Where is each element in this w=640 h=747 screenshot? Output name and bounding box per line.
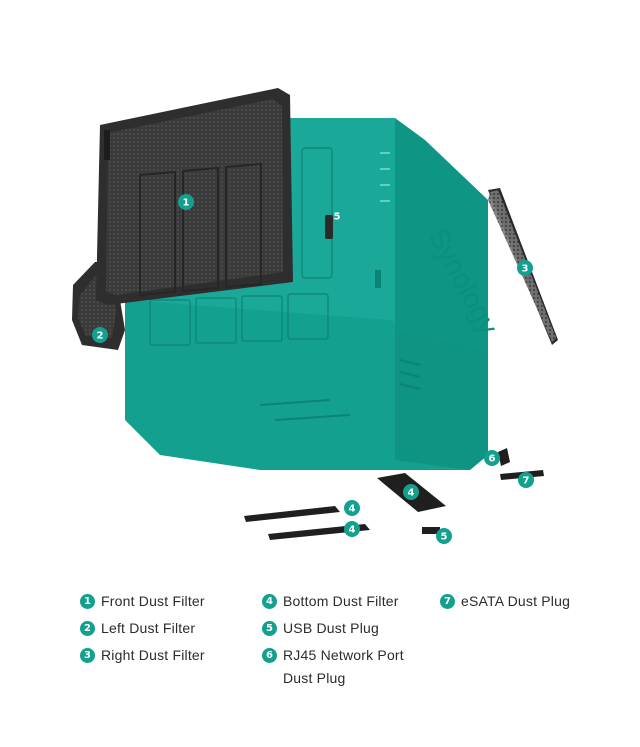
legend: 1 Front Dust Filter 2 Left Dust Filter 3…	[0, 590, 640, 740]
legend-column-3: 7 eSATA Dust Plug	[440, 590, 570, 617]
legend-number-badge: 5	[262, 621, 277, 636]
loose-usb-dust-plug	[422, 527, 440, 534]
legend-label: USB Dust Plug	[283, 620, 379, 636]
legend-number-badge: 6	[262, 648, 277, 663]
legend-number-badge: 2	[80, 621, 95, 636]
legend-number-badge: 4	[262, 594, 277, 609]
callout-badge: 4	[344, 521, 360, 537]
legend-item: 1 Front Dust Filter	[80, 590, 205, 613]
callout-badge: 5	[334, 212, 341, 223]
callout-number: 1	[183, 198, 190, 209]
callout-number: 5	[441, 532, 448, 543]
callout-number: 6	[489, 454, 496, 465]
callout-badge: 3	[517, 260, 533, 276]
front-dust-filter	[96, 88, 293, 305]
callout-badge: 5	[436, 528, 452, 544]
legend-column-1: 1 Front Dust Filter 2 Left Dust Filter 3…	[80, 590, 205, 671]
callout-number: 4	[349, 504, 356, 515]
nas-bottom-shade	[395, 330, 488, 470]
vent-lines	[259, 359, 421, 421]
legend-label: Left Dust Filter	[101, 620, 196, 636]
legend-number-badge: 3	[80, 648, 95, 663]
legend-label: eSATA Dust Plug	[461, 593, 571, 609]
callout-number: 5	[334, 212, 341, 223]
legend-item: 3 Right Dust Filter	[80, 644, 205, 667]
legend-label: Bottom Dust Filter	[283, 593, 399, 609]
nas-right-face	[395, 118, 488, 350]
callout-number: 3	[522, 264, 529, 275]
callout-badge: 4	[403, 484, 419, 500]
legend-item: 7 eSATA Dust Plug	[440, 590, 570, 613]
status-leds	[380, 152, 390, 202]
legend-number-badge: 1	[80, 594, 95, 609]
legend-number-badge: 7	[440, 594, 455, 609]
legend-item: 6 RJ45 Network Port Dust Plug	[262, 644, 423, 690]
callout-number: 2	[97, 331, 104, 342]
usb-dust-plug	[325, 215, 333, 239]
callout-number: 7	[523, 476, 530, 487]
rj45-dust-plug	[498, 448, 510, 466]
legend-column-2: 4 Bottom Dust Filter 5 USB Dust Plug 6 R…	[262, 590, 423, 694]
legend-label: RJ45 Network Port Dust Plug	[283, 647, 404, 686]
callout-badge: 2	[92, 327, 108, 343]
callout-badge: 7	[518, 472, 534, 488]
callout-number: 4	[408, 488, 415, 499]
bottom-dust-filter-strip	[244, 506, 340, 522]
callout-badge: 6	[484, 450, 500, 466]
legend-item: 5 USB Dust Plug	[262, 617, 423, 640]
drive-bays	[149, 147, 333, 346]
callout-number: 4	[349, 525, 356, 536]
legend-item: 2 Left Dust Filter	[80, 617, 205, 640]
usb-port	[375, 270, 381, 288]
legend-label: Front Dust Filter	[101, 593, 205, 609]
legend-label: Right Dust Filter	[101, 647, 205, 663]
callout-badge: 4	[344, 500, 360, 516]
callout-badge: 1	[178, 194, 194, 210]
legend-item: 4 Bottom Dust Filter	[262, 590, 423, 613]
